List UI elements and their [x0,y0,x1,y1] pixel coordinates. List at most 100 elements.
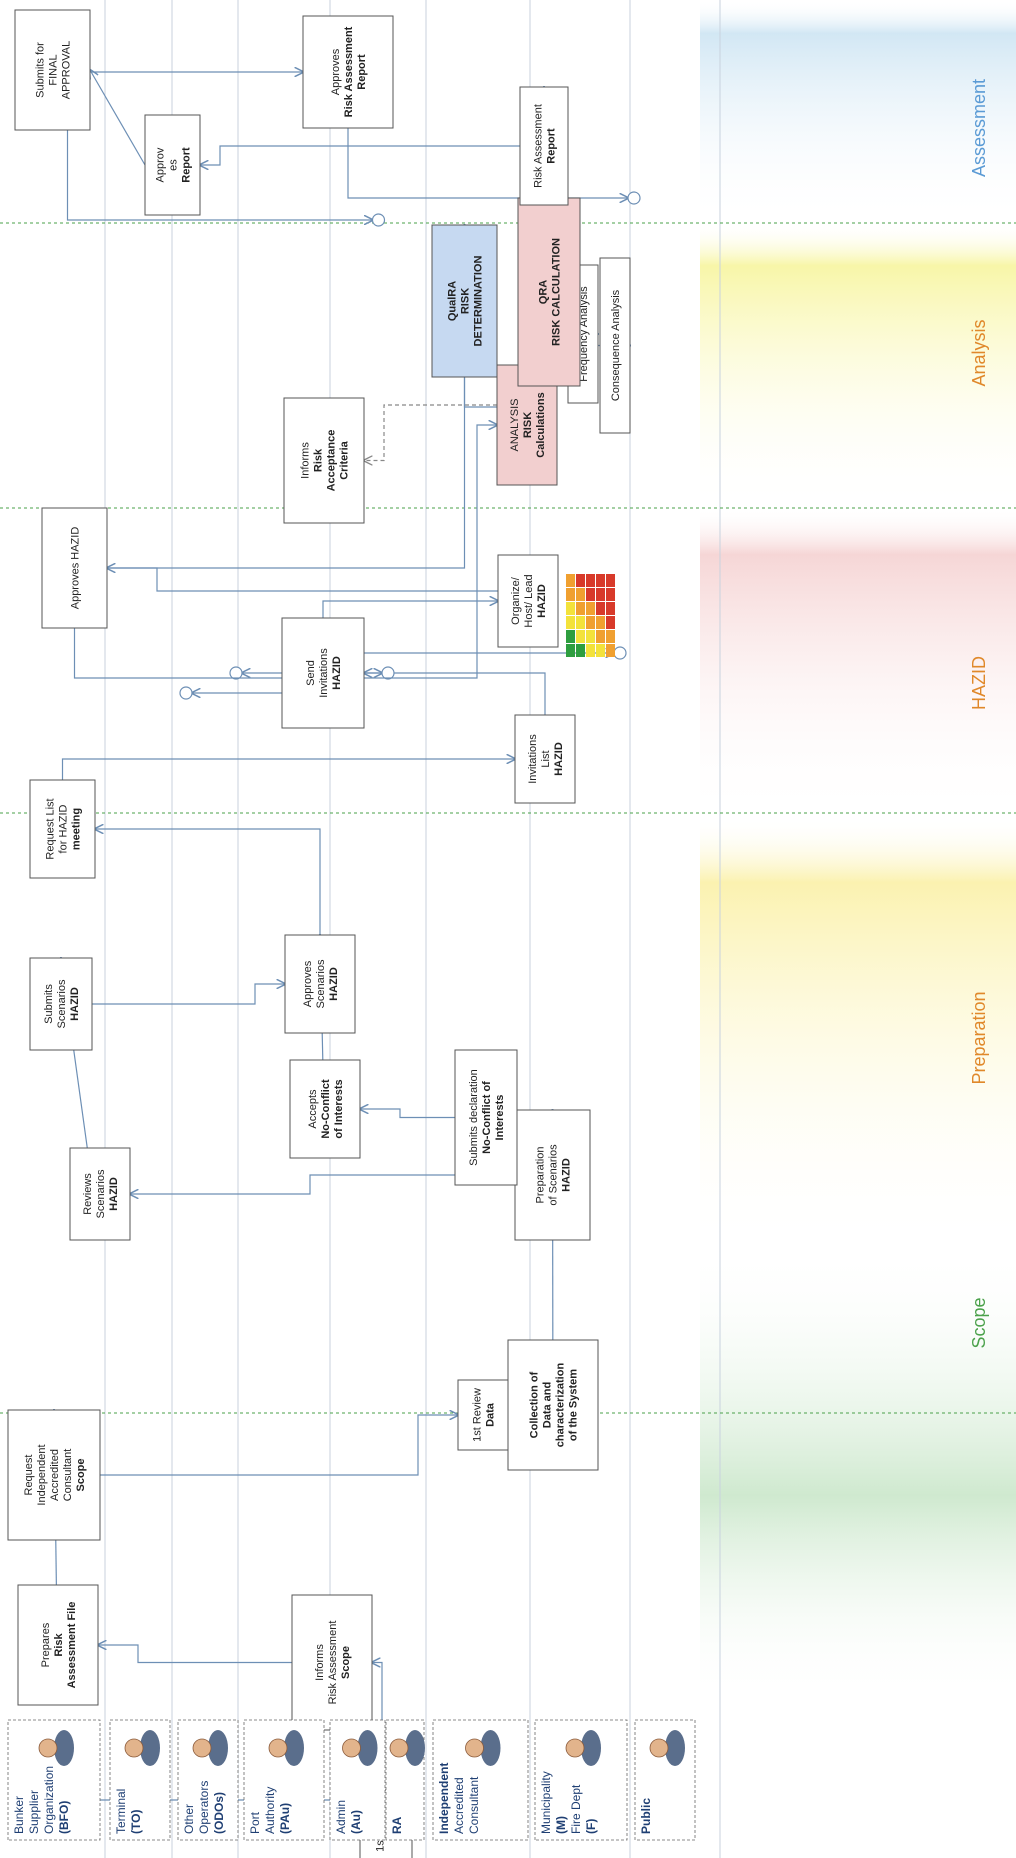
box-text: No-Conflict [320,1079,332,1139]
box-text: Scenarios [56,979,68,1028]
phase-label-hazid: HAZID [969,656,989,710]
box-text: 1st Review [472,1388,484,1442]
box-text: ANALYSIS [509,399,521,452]
end-event-icon [229,666,243,680]
lane-label-pub: Public [639,1798,653,1834]
box-text: HAZID [69,987,81,1021]
flow-arrow [61,759,516,878]
box-text: HAZID [108,1177,120,1211]
flow-arrow [90,70,146,166]
box-text: Report [546,128,558,164]
lane-label-line: Fire Dept [569,1784,583,1834]
flow-arrow [130,1174,515,1194]
box-text: Acceptance [326,430,338,492]
flow-arrow [360,1109,455,1119]
end-event-icon [613,646,627,660]
box-text: Accepts [307,1089,319,1129]
box-text: Risk Assessment [533,104,545,188]
box-text: characterization [555,1363,567,1448]
flow-arrow [347,128,628,198]
box-text: Scope [75,1458,87,1491]
box-text: Scenarios [95,1169,107,1218]
box-text: Invitations [527,734,539,784]
box-text: Assessment File [66,1602,78,1689]
lane-label-mun: Municipality(M)Fire Dept(F) [539,1771,598,1834]
phase-label-preparation: Preparation [969,991,989,1084]
end-event-icon [371,213,386,227]
actor-avatar-icon [268,1730,304,1766]
box-text: Collection of [529,1371,541,1438]
box-text: Approves [302,960,314,1007]
box-text: Risk [53,1633,65,1657]
actor-avatar-icon [565,1730,601,1766]
lane-label-line: (M) [554,1816,568,1834]
phase-label-analysis: Analysis [969,319,989,386]
end-event-icon [381,666,395,680]
lane-label-line: Terminal [114,1789,128,1834]
box-text: Submits declaration [468,1069,480,1166]
flow-arrow [92,984,285,1005]
box-text: Frequency Analysis [578,286,590,382]
box-text: No-Conflict of [481,1081,493,1154]
phase-band-assessment [700,0,1016,223]
lane-label-line: Operators [197,1781,211,1834]
end-event-icon [627,191,641,205]
actor-avatar-icon [192,1730,228,1766]
box-text: QRA [538,280,550,305]
lane-header-iac [432,1719,529,1841]
box-text: DETERMINATION [473,256,485,347]
phase-label-scope: Scope [969,1297,989,1348]
lane-label-ra: RA [390,1816,404,1834]
box-text: Submits [43,984,55,1024]
box-text: Risk Assessment [327,1621,339,1705]
box-text: Approv [155,147,167,182]
lane-label-line: (PAu) [278,1803,292,1834]
box-text: FINAL [48,54,60,85]
lane-header-pau [243,1719,325,1841]
lane-label-line: (TO) [129,1810,143,1834]
end-event-icon [179,686,193,700]
box-text: Interests [494,1095,506,1141]
flow-arrow [98,1645,292,1664]
box-text: meeting [71,808,83,850]
box-text: of Scenarios [548,1144,560,1206]
box-text: Host/ Lead [523,574,535,627]
actor-avatar-icon [649,1730,685,1766]
lane-label-line: Bunker [12,1796,26,1834]
lane-label-line: Admin [334,1800,348,1834]
box-text: Approves [330,48,342,95]
lane-label-line: (ODOs) [212,1792,226,1834]
phase-band-scope [700,1248,1016,1698]
box-text: of the System [568,1369,580,1441]
box-text: Consequence Analysis [610,289,622,401]
box-text: QualRA [447,281,459,321]
box-text: Request [23,1455,35,1496]
lane-label-line: Independent [437,1763,451,1834]
lane-label-line: Municipality [539,1771,553,1834]
box-text: Consultant [62,1449,74,1502]
box-text: HAZID [561,1158,573,1192]
lane-label-line: (F) [584,1819,598,1834]
lane-label-line: (Au) [349,1810,363,1834]
box-text: Accredited [49,1449,61,1501]
lane-header-bfo [7,1719,101,1841]
lane-label-line: Public [639,1798,653,1834]
